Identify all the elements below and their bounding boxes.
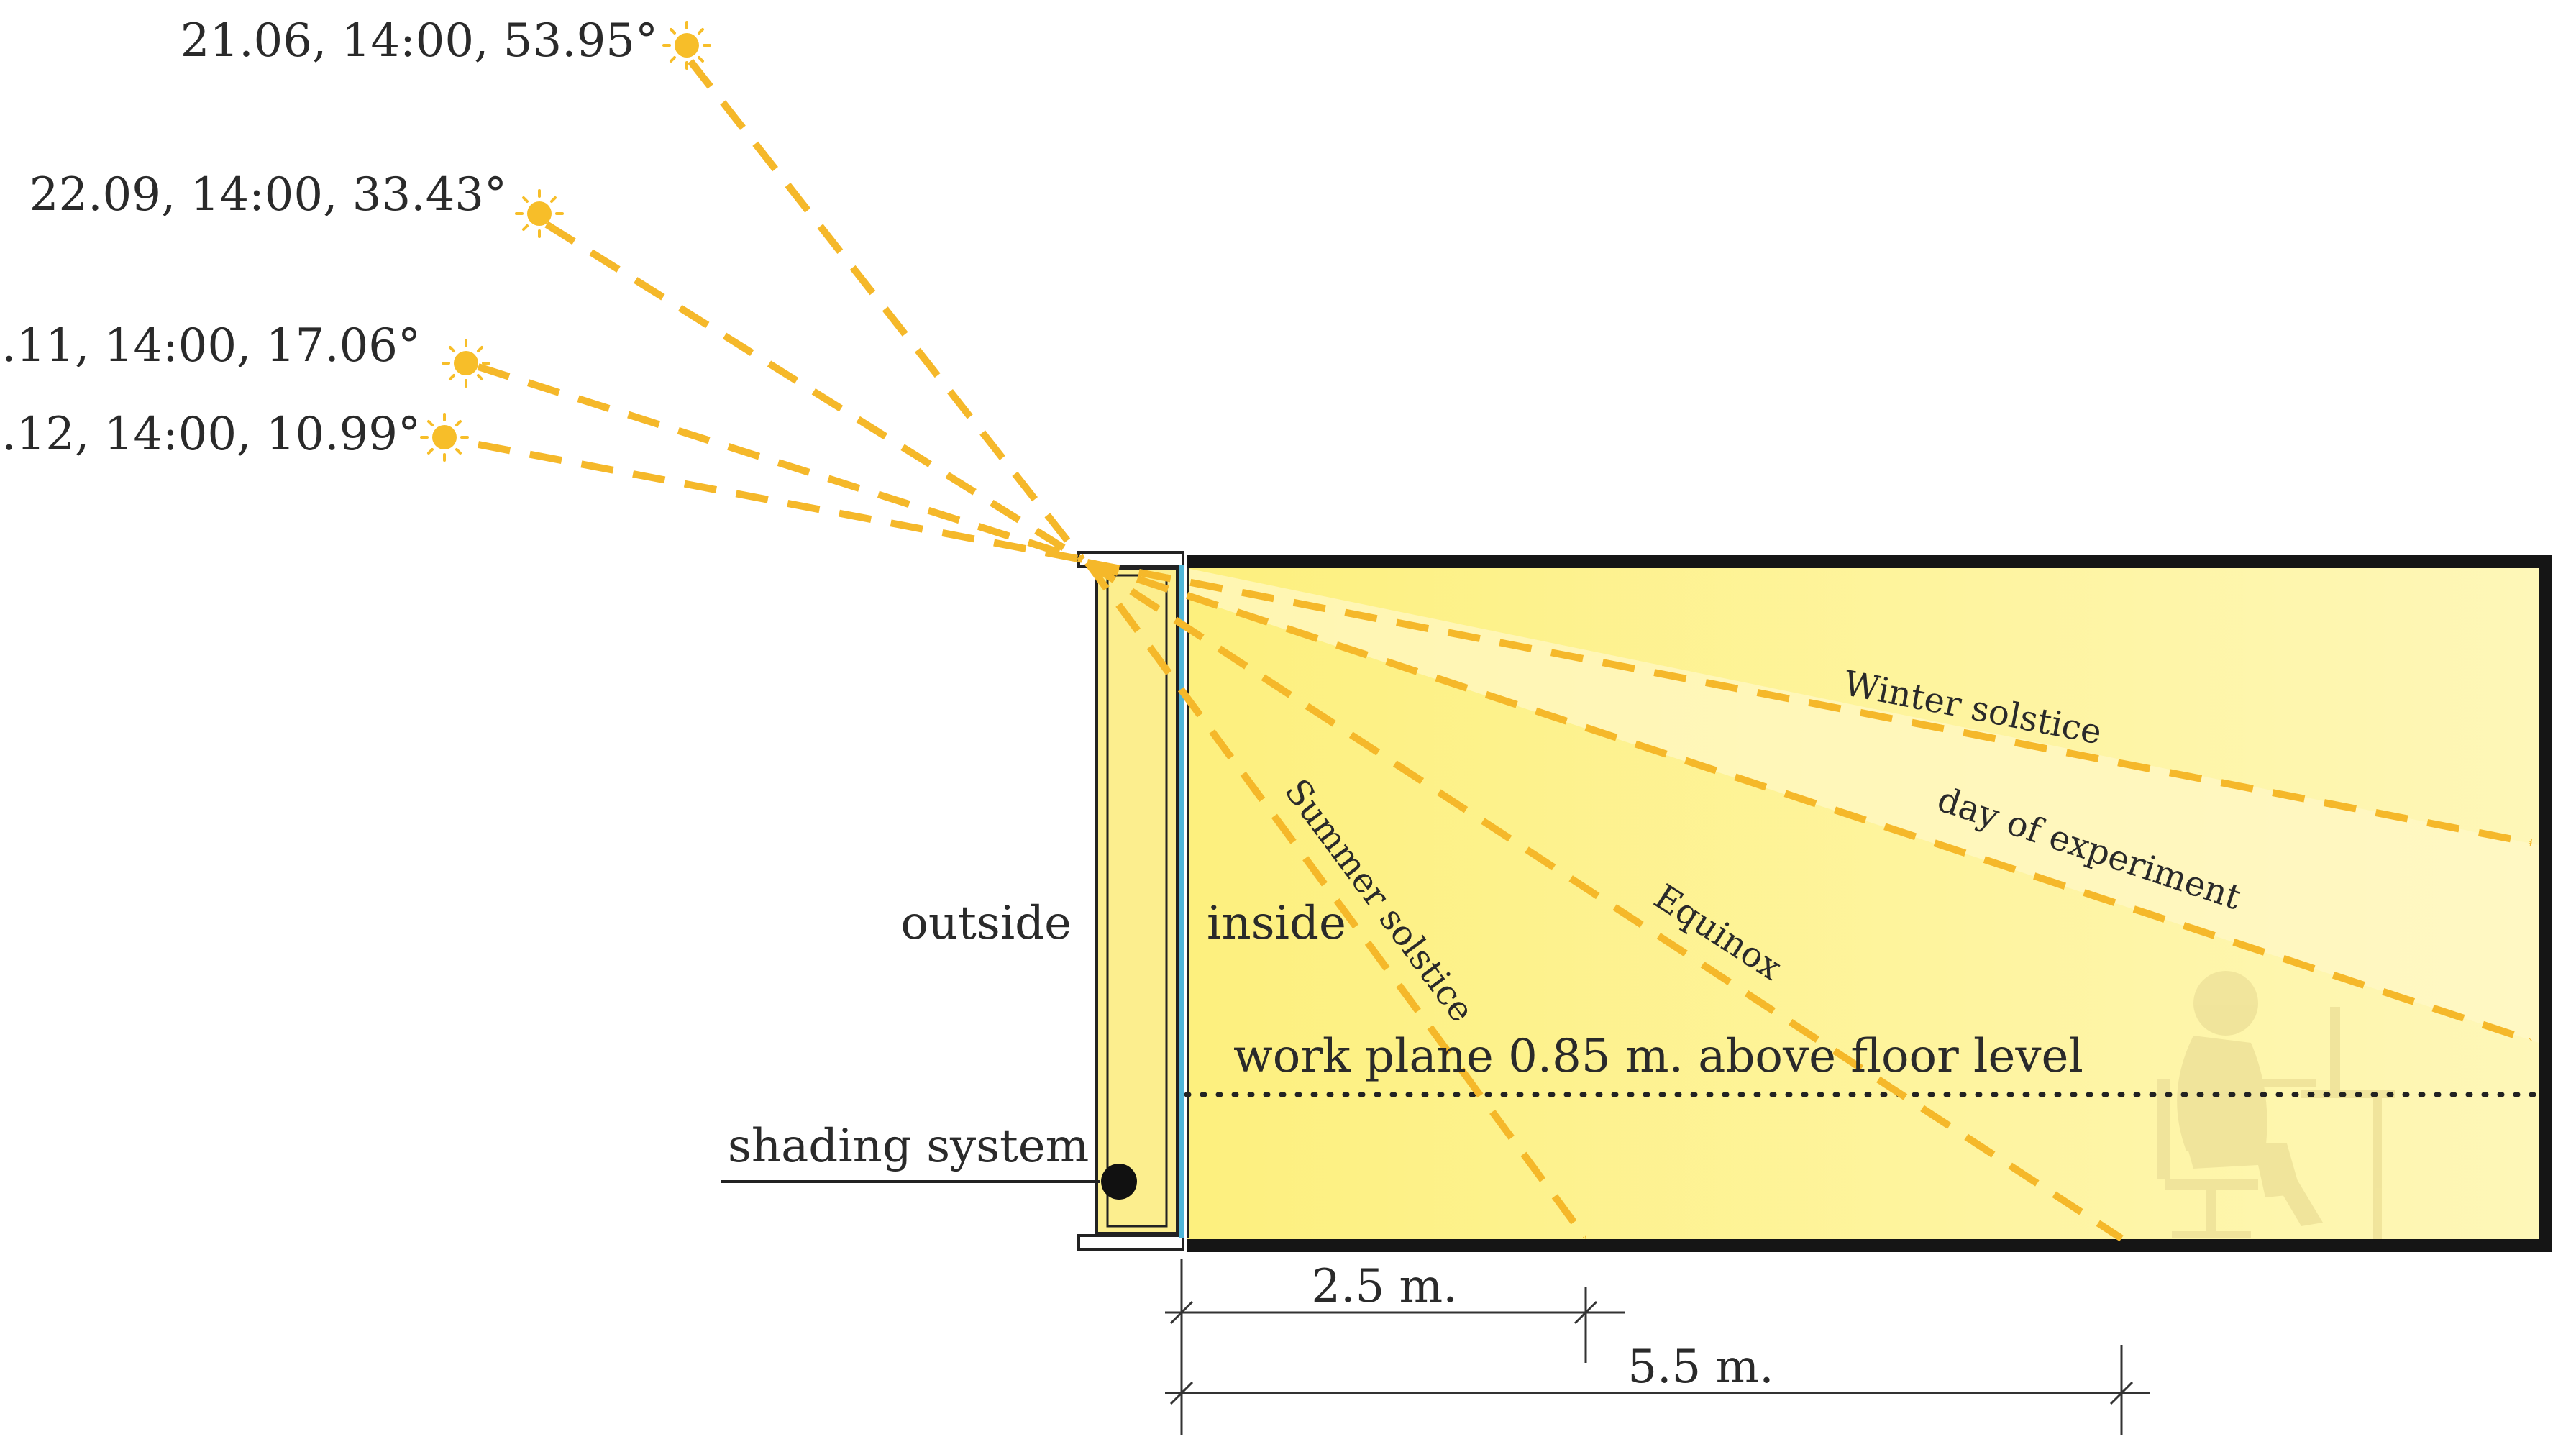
room-walls [1187,555,2552,1252]
sun-label-winter: 21.12, 14:00, 10.99° [0,408,421,461]
ray-summer-solstice [1084,560,1589,1241]
sun-icon [420,413,469,462]
window-sill-bottom [1077,1234,1184,1251]
ray-winter-solstice [1087,559,2531,846]
sun-icon [515,189,564,238]
window-inner-frame [1106,574,1168,1228]
shading-system-label: shading system [728,1120,1089,1173]
incoming-ray-experiment [477,363,1084,563]
shading-system-marker [1101,1164,1137,1200]
outside-label: outside [900,897,1072,950]
sun-icon [442,339,490,388]
sun-icon [662,21,711,70]
incoming-ray-equinox [544,221,1084,563]
window-frame [1095,567,1179,1235]
dimension-5-5 [1165,1345,2150,1435]
person-at-desk-icon [2157,971,2395,1241]
sun-label-equinox: 22.09, 14:00, 33.43° [29,168,507,222]
inside-label: inside [1207,897,1346,950]
ray-day-of-experiment [1086,559,2533,1044]
ray-equinox [1085,559,2124,1242]
dimension-label-5-5: 5.5 m. [1627,1341,1773,1394]
dimension-label-2-5: 2.5 m. [1311,1260,1457,1313]
dimension-2-5 [1165,1259,1625,1435]
incoming-ray-summer [688,58,1085,562]
sun-patch [1187,568,2539,1043]
sun-label-experiment: 09.11, 14:00, 17.06° [0,319,421,373]
sun-label-summer: 21.06, 14:00, 53.95° [181,14,658,68]
work-plane-label: work plane 0.85 m. above floor level [1233,1030,2083,1083]
